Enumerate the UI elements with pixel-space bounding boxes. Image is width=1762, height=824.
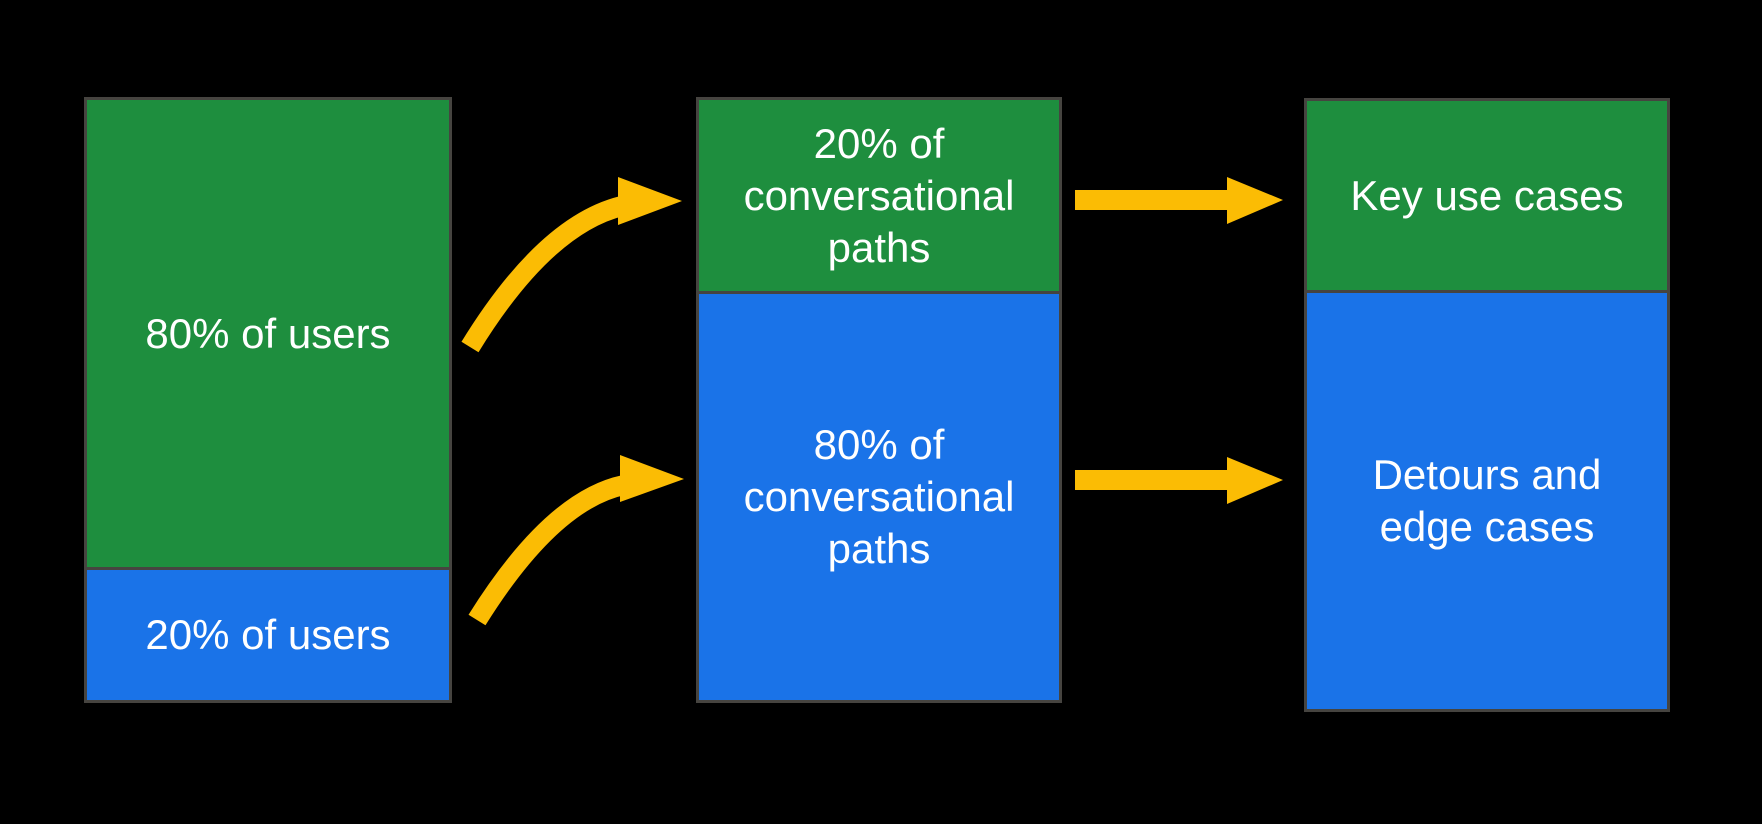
segment-users-20-label: 20% of users xyxy=(145,611,391,658)
arrow-head-icon xyxy=(1227,457,1283,504)
segment-key-use-cases-label: Key use cases xyxy=(1350,171,1624,219)
arrow-head-icon xyxy=(1227,177,1283,224)
segment-users-80: 80% of users xyxy=(87,100,449,567)
segment-detours-edge-cases: Detours and edge cases xyxy=(1307,290,1667,709)
column-conversational-paths: 20% of conversational paths 80% of conve… xyxy=(696,97,1062,703)
straight-arrow-paths80-to-detours xyxy=(1075,457,1283,504)
arrow-head-icon xyxy=(618,177,682,225)
curved-arrow-users80-to-paths20 xyxy=(461,177,682,353)
arrow-shaft xyxy=(468,475,627,626)
column-users: 80% of users 20% of users xyxy=(84,97,452,703)
segment-paths-80-label: 80% of conversational paths xyxy=(743,421,1015,572)
straight-arrow-paths20-to-key-use-cases xyxy=(1075,177,1283,224)
segment-paths-80: 80% of conversational paths xyxy=(699,291,1059,700)
segment-key-use-cases: Key use cases xyxy=(1307,101,1667,290)
segment-users-20: 20% of users xyxy=(87,567,449,700)
segment-users-80-label: 80% of users xyxy=(145,309,391,357)
segment-detours-edge-cases-label: Detours and edge cases xyxy=(1372,451,1602,550)
segment-paths-20-label: 20% of conversational paths xyxy=(743,119,1015,271)
arrow-shaft xyxy=(461,196,625,353)
curved-arrow-users20-to-paths80 xyxy=(468,455,684,626)
column-outcomes: Key use cases Detours and edge cases xyxy=(1304,98,1670,712)
segment-paths-20: 20% of conversational paths xyxy=(699,100,1059,291)
arrow-head-icon xyxy=(620,455,684,502)
